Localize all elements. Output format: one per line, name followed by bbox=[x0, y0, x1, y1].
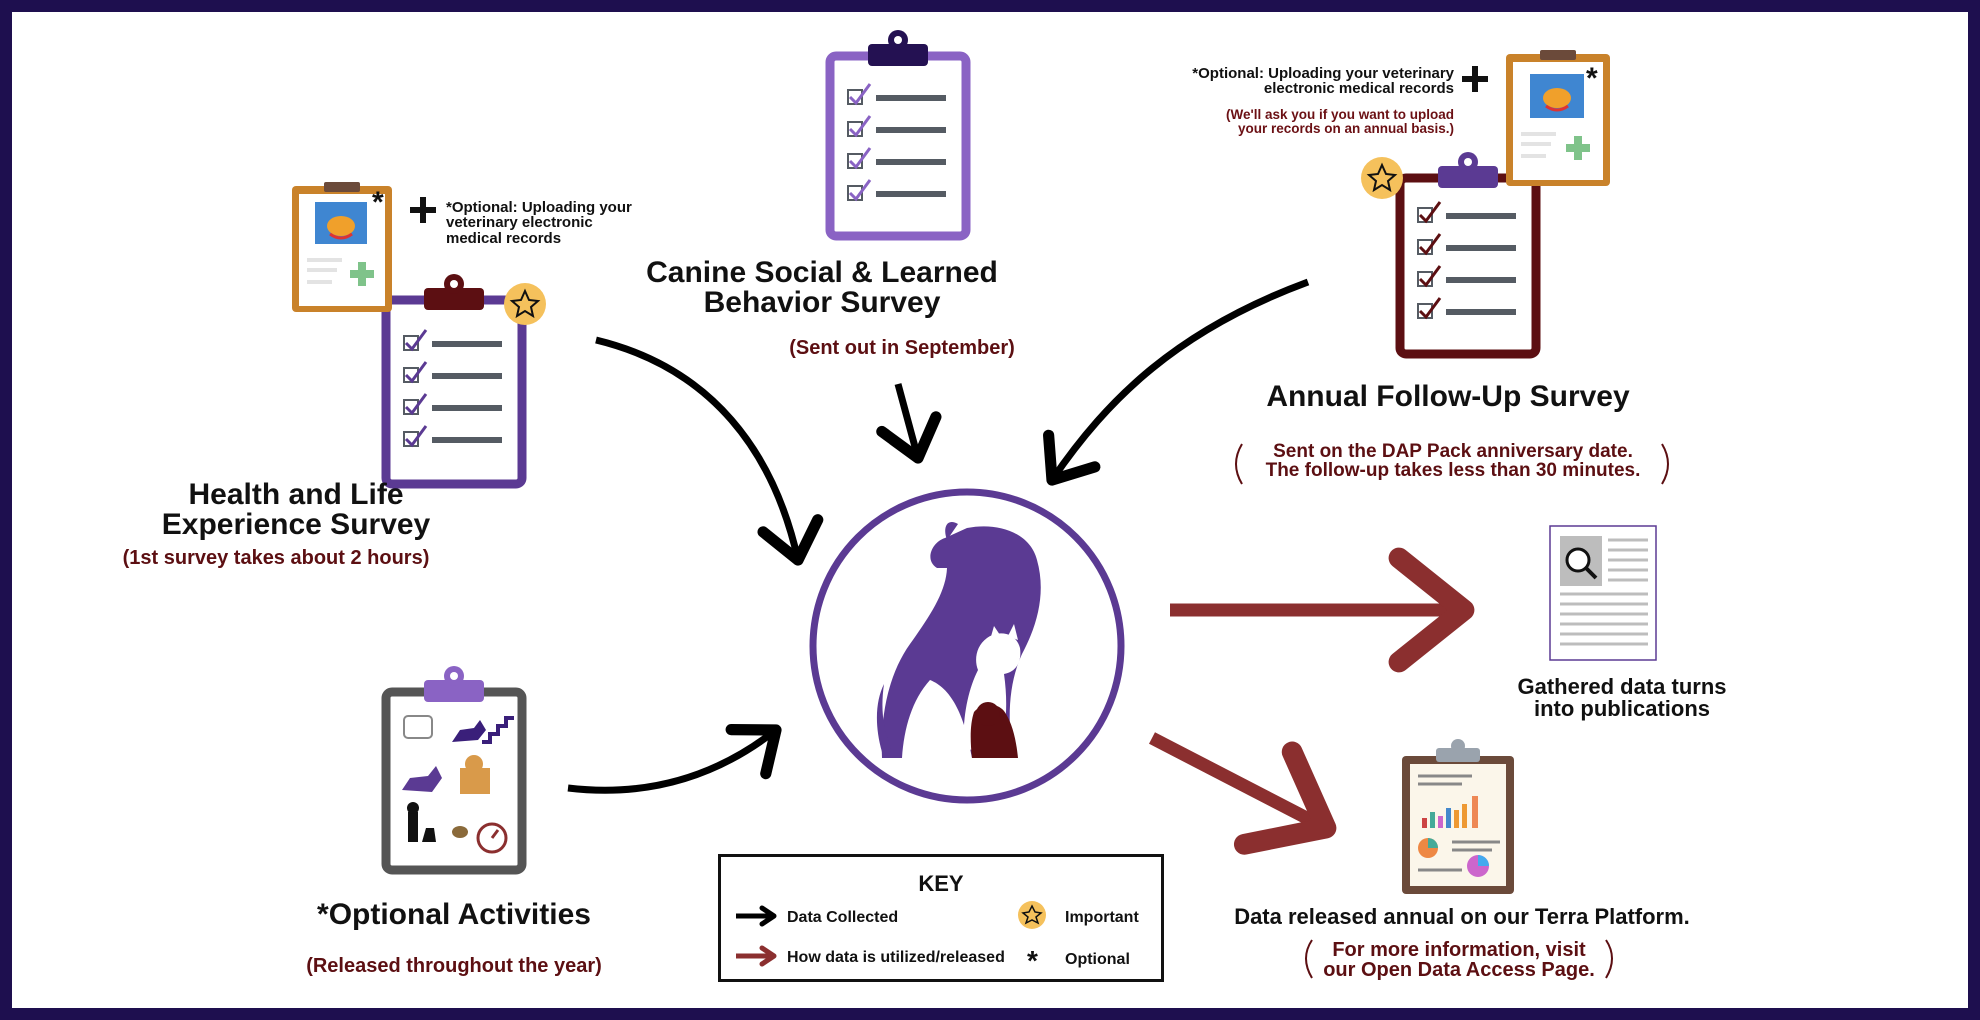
publication-document-icon bbox=[1549, 525, 1657, 661]
data-collected-arrow bbox=[595, 336, 824, 566]
annual-note-line2: The follow-up takes less than 30 minutes… bbox=[1265, 460, 1641, 481]
terra-note-line2: our Open Data Access Page. bbox=[1323, 959, 1595, 981]
key-symbols bbox=[736, 901, 1046, 967]
health-optional-line3: medical records bbox=[446, 229, 562, 247]
annual-survey-note: Sent on the DAP Pack anniversary date. T… bbox=[1248, 442, 1658, 480]
health-optional-note: *Optional: Uploading your veterinary ele… bbox=[446, 200, 686, 246]
canine-title-line2: Behavior Survey bbox=[703, 286, 941, 319]
health-title-line1: Health and Life bbox=[188, 478, 404, 511]
report-clipboard-icon bbox=[1402, 739, 1514, 894]
annual-note-line1: Sent on the DAP Pack anniversary date. bbox=[1273, 441, 1633, 462]
publications-caption: Gathered data turns into publications bbox=[1452, 676, 1792, 720]
activities-note: (Released throughout the year) bbox=[306, 955, 602, 977]
star-badge-icon bbox=[504, 283, 546, 325]
health-title-line2: Experience Survey bbox=[161, 508, 431, 541]
canine-social-note: (Sent out in September) bbox=[789, 337, 1015, 359]
key-optional-symbol: * bbox=[1027, 945, 1038, 976]
dap-logo-icon bbox=[809, 488, 1125, 804]
key-utilized-label: How data is utilized/released bbox=[787, 949, 1005, 966]
annual-ask-line2: your records on an annual basis.) bbox=[1237, 121, 1454, 137]
annual-optional-note: *Optional: Uploading your veterinary ele… bbox=[1142, 66, 1454, 97]
optional-asterisk: * bbox=[1586, 62, 1598, 95]
clipboard-checklist-icon bbox=[381, 274, 527, 489]
key-release-arrow-icon bbox=[736, 945, 777, 967]
key-important-label: Important bbox=[1065, 909, 1139, 926]
plus-icon bbox=[1462, 66, 1488, 92]
key-star-icon bbox=[1018, 901, 1046, 929]
clipboard-checklist-icon bbox=[1395, 152, 1541, 359]
data-collected-arrow bbox=[1043, 278, 1310, 486]
publications-line2: into publications bbox=[1534, 696, 1710, 721]
health-optional-line2: veterinary electronic bbox=[446, 214, 593, 232]
medical-record-icon bbox=[292, 182, 392, 312]
annual-optional-line2: electronic medical records bbox=[1263, 80, 1454, 98]
annual-ask-note: (We'll ask you if you want to upload you… bbox=[1172, 107, 1454, 137]
key-data-arrow-icon bbox=[736, 905, 777, 927]
key-data-collected-label: Data Collected bbox=[787, 909, 899, 926]
plus-icon bbox=[410, 197, 436, 223]
key-title: KEY bbox=[918, 871, 964, 896]
terra-title: Data released annual on our Terra Platfo… bbox=[1234, 904, 1690, 929]
publications-line1: Gathered data turns bbox=[1517, 674, 1727, 699]
canine-title-line1: Canine Social & Learned bbox=[646, 256, 998, 289]
star-badge-icon bbox=[1361, 157, 1403, 199]
diagram-canvas: * * Health and Life Experience Survey (1… bbox=[12, 12, 1968, 1008]
terra-note: For more information, visit our Open Dat… bbox=[1312, 940, 1606, 980]
medical-record-icon bbox=[1506, 50, 1610, 186]
data-collected-arrow bbox=[567, 723, 782, 794]
terra-note-line1: For more information, visit bbox=[1332, 939, 1586, 961]
key-optional-label: Optional bbox=[1065, 951, 1130, 968]
canine-social-title: Canine Social & Learned Behavior Survey bbox=[612, 258, 1032, 318]
data-collected-arrow bbox=[876, 383, 942, 464]
key-legend: KEY Data Collected Important How data is… bbox=[718, 854, 1164, 982]
activities-title: *Optional Activities bbox=[317, 898, 591, 931]
annual-survey-title: Annual Follow-Up Survey bbox=[1266, 380, 1630, 413]
health-optional-line1: *Optional: Uploading your bbox=[446, 199, 632, 216]
clipboard-checklist-icon bbox=[381, 666, 527, 875]
annual-optional-line1: *Optional: Uploading your veterinary bbox=[1192, 65, 1454, 82]
data-release-arrow bbox=[1149, 732, 1337, 855]
health-survey-note: (1st survey takes about 2 hours) bbox=[122, 547, 430, 569]
optional-asterisk: * bbox=[372, 186, 384, 219]
diagram-graphics bbox=[292, 30, 1669, 979]
annual-ask-line1: (We'll ask you if you want to upload bbox=[1226, 107, 1454, 122]
clipboard-checklist-icon bbox=[825, 30, 971, 241]
health-survey-title: Health and Life Experience Survey bbox=[96, 480, 496, 540]
